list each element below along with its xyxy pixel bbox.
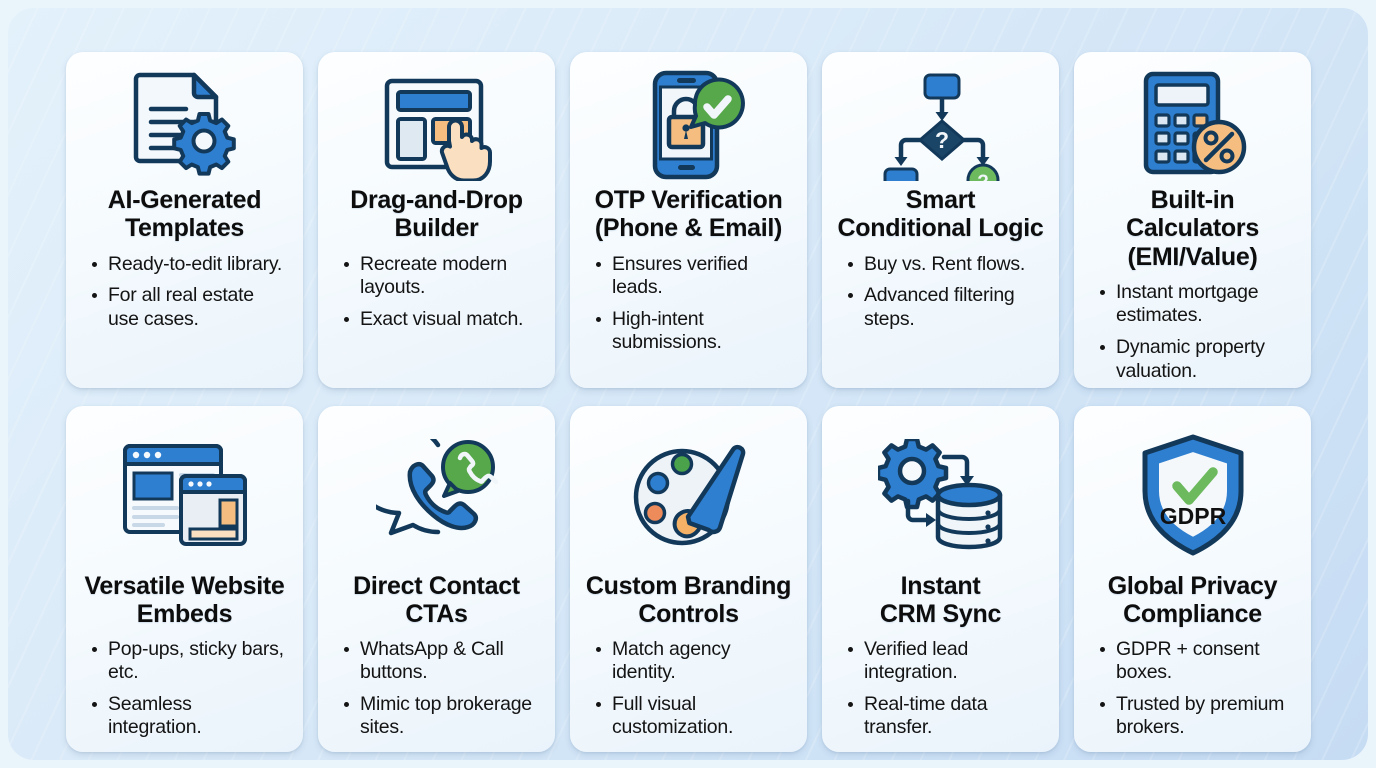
- list-item: Seamless integration.: [90, 693, 289, 740]
- list-item: Trusted by premium brokers.: [1098, 693, 1297, 740]
- list-item: WhatsApp & Call buttons.: [342, 638, 541, 685]
- feature-card-ai-generated-templates[interactable]: AI-Generated Templates Ready-to-edit lib…: [66, 52, 303, 388]
- feature-card-instant-crm-sync[interactable]: Instant CRM Sync Verified lead integrati…: [822, 406, 1059, 752]
- list-item: Match agency identity.: [594, 638, 793, 685]
- title-line: Custom Branding: [585, 572, 792, 600]
- title-line: (Phone & Email): [594, 214, 783, 243]
- list-item: Verified lead integration.: [846, 638, 1045, 685]
- card-title: Built-in Calculators (EMI/Value): [1084, 186, 1301, 271]
- list-item: High-intent submissions.: [594, 308, 793, 355]
- title-line: Drag-and-Drop: [350, 186, 523, 214]
- card-bullet-list: Match agency identity. Full visual custo…: [580, 638, 797, 748]
- card-bullet-list: WhatsApp & Call buttons. Mimic top broke…: [328, 638, 545, 748]
- title-line: AI-Generated: [107, 186, 262, 214]
- list-item: Buy vs. Rent flows.: [846, 253, 1045, 277]
- list-item: Ready-to-edit library.: [90, 253, 289, 277]
- gdpr-shield-check-icon: GDPR: [1137, 420, 1249, 570]
- title-line: Versatile Website: [84, 572, 285, 600]
- title-line: Smart: [905, 186, 976, 214]
- card-title: Instant CRM Sync: [878, 572, 1003, 629]
- card-bullet-list: GDPR + consent boxes. Trusted by premium…: [1084, 638, 1301, 748]
- card-bullet-list: Instant mortgage estimates. Dynamic prop…: [1084, 281, 1301, 388]
- feature-card-smart-conditional-logic[interactable]: ? ? Smart Conditional Logic Buy vs. Rent…: [822, 52, 1059, 388]
- svg-text:?: ?: [934, 127, 948, 153]
- title-line: Built-in Calculators: [1126, 186, 1259, 243]
- card-title: OTP Verification (Phone & Email): [593, 186, 785, 243]
- title-line: Direct Contact: [353, 572, 520, 600]
- palette-brush-icon: [628, 420, 750, 570]
- list-item: Mimic top brokerage sites.: [342, 693, 541, 740]
- feature-card-grid: AI-Generated Templates Ready-to-edit lib…: [66, 52, 1314, 752]
- card-title: Versatile Website Embeds: [82, 572, 286, 629]
- calculator-percent-icon: [1134, 66, 1252, 184]
- browser-windows-icon: [119, 420, 251, 570]
- card-bullet-list: Verified lead integration. Real-time dat…: [832, 638, 1049, 748]
- svg-text:?: ?: [977, 172, 989, 181]
- feature-grid-panel: AI-Generated Templates Ready-to-edit lib…: [8, 8, 1368, 760]
- list-item: For all real estate use cases.: [90, 284, 289, 331]
- phone-lock-verified-icon: [633, 66, 745, 184]
- title-line: Builder: [394, 214, 479, 243]
- card-title: Custom Branding Controls: [584, 572, 793, 629]
- list-item: GDPR + consent boxes.: [1098, 638, 1297, 685]
- feature-card-custom-branding-controls[interactable]: Custom Branding Controls Match agency id…: [570, 406, 807, 752]
- title-line: Global Privacy: [1107, 572, 1278, 600]
- list-item: Dynamic property valuation.: [1098, 336, 1297, 383]
- card-title: Global Privacy Compliance: [1106, 572, 1280, 629]
- list-item: Instant mortgage estimates.: [1098, 281, 1297, 328]
- list-item: Full visual customization.: [594, 693, 793, 740]
- feature-card-global-privacy-compliance[interactable]: GDPR Global Privacy Compliance GDPR + co…: [1074, 406, 1311, 752]
- flowchart-branch-icon: ? ?: [881, 66, 1001, 184]
- card-bullet-list: Ensures verified leads. High-intent subm…: [580, 253, 797, 363]
- title-line: Instant: [900, 572, 981, 600]
- card-title: AI-Generated Templates: [106, 186, 263, 243]
- card-bullet-list: Pop-ups, sticky bars, etc. Seamless inte…: [76, 638, 293, 748]
- title-line: Conditional Logic: [837, 214, 1044, 243]
- feature-card-direct-contact-ctas[interactable]: Direct Contact CTAs WhatsApp & Call butt…: [318, 406, 555, 752]
- feature-card-drag-and-drop-builder[interactable]: Drag-and-Drop Builder Recreate modern la…: [318, 52, 555, 388]
- list-item: Advanced filtering steps.: [846, 284, 1045, 331]
- card-bullet-list: Recreate modern layouts. Exact visual ma…: [328, 253, 545, 340]
- title-line: CRM Sync: [879, 600, 1002, 629]
- list-item: Pop-ups, sticky bars, etc.: [90, 638, 289, 685]
- card-bullet-list: Ready-to-edit library. For all real esta…: [76, 253, 293, 340]
- gear-database-sync-icon: [877, 420, 1004, 570]
- feature-card-otp-verification[interactable]: OTP Verification (Phone & Email) Ensures…: [570, 52, 807, 388]
- title-line: Compliance: [1123, 600, 1262, 629]
- feature-card-versatile-website-embeds[interactable]: Versatile Website Embeds Pop-ups, sticky…: [66, 406, 303, 752]
- drag-drop-layout-cursor-icon: [377, 66, 497, 184]
- list-item: Ensures verified leads.: [594, 253, 793, 300]
- card-title: Drag-and-Drop Builder: [348, 186, 524, 243]
- title-line: CTAs: [405, 600, 468, 629]
- gdpr-label: GDPR: [1159, 503, 1226, 529]
- card-title: Smart Conditional Logic: [836, 186, 1046, 243]
- feature-card-built-in-calculators[interactable]: Built-in Calculators (EMI/Value) Instant…: [1074, 52, 1311, 388]
- card-bullet-list: Buy vs. Rent flows. Advanced filtering s…: [832, 253, 1049, 340]
- title-line: Embeds: [136, 600, 233, 629]
- phone-whatsapp-chat-icon: [375, 420, 498, 570]
- list-item: Real-time data transfer.: [846, 693, 1045, 740]
- title-line: Controls: [638, 600, 739, 629]
- title-line: Templates: [124, 214, 245, 243]
- list-item: Recreate modern layouts.: [342, 253, 541, 300]
- title-line: OTP Verification: [594, 186, 783, 214]
- card-title: Direct Contact CTAs: [351, 572, 522, 629]
- document-gear-icon: [126, 66, 244, 184]
- title-line: (EMI/Value): [1127, 242, 1258, 271]
- list-item: Exact visual match.: [342, 308, 541, 332]
